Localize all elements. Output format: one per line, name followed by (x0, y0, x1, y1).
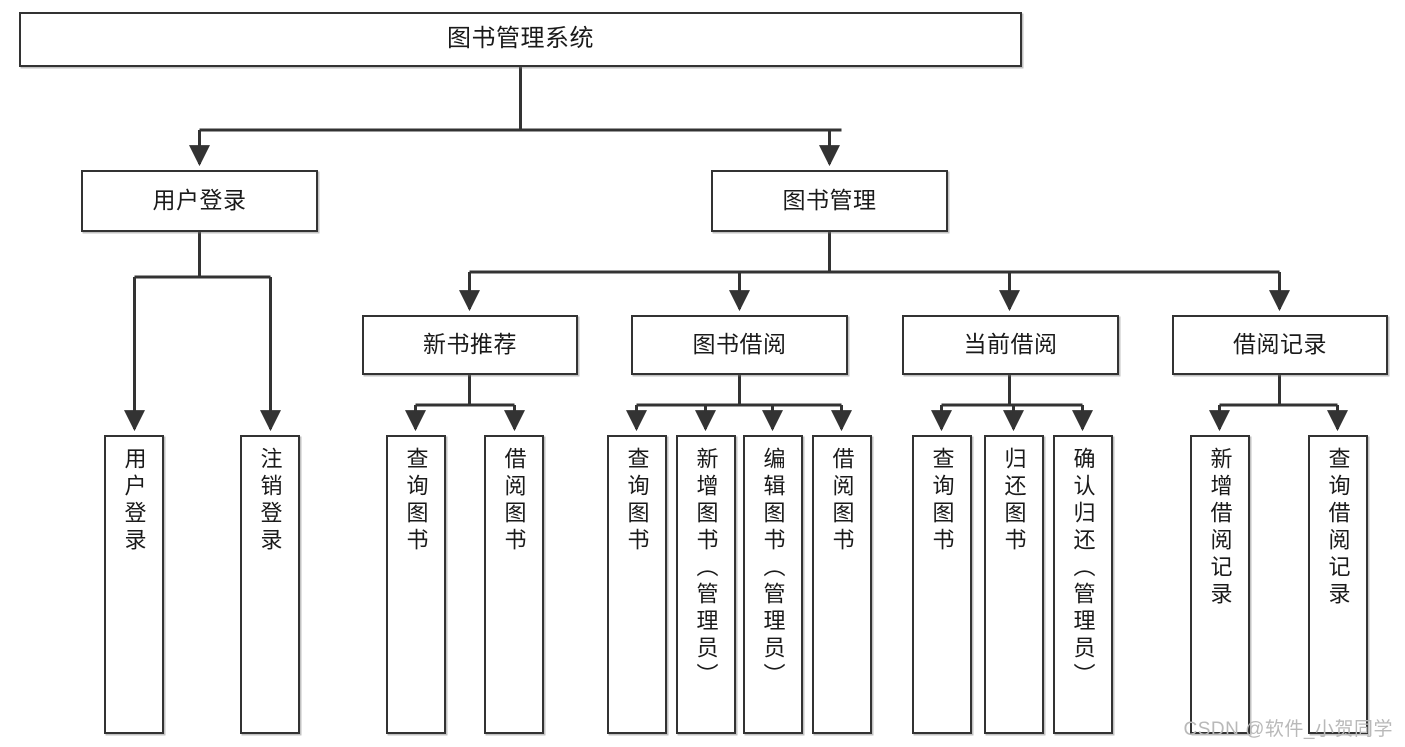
leaf-user-login[interactable]: 用户登录 (104, 435, 164, 734)
leaf-query-book-borrow[interactable]: 查询图书 (607, 435, 667, 734)
leaf-query-book-recommend[interactable]: 查询图书 (386, 435, 446, 734)
leaf-borrow-book-recommend[interactable]: 借阅图书 (484, 435, 544, 734)
leaf-confirm-return-admin[interactable]: 确认归还（管理员） (1053, 435, 1113, 734)
leaf-query-borrow-record[interactable]: 查询借阅记录 (1308, 435, 1368, 734)
node-user-login-label: 用户登录 (152, 187, 247, 214)
node-new-book-recommend[interactable]: 新书推荐 (362, 315, 578, 375)
leaf-return-book[interactable]: 归还图书 (984, 435, 1044, 734)
leaf-query-book-current-label: 查询图书 (929, 447, 955, 555)
node-root-label: 图书管理系统 (447, 25, 594, 53)
watermark: CSDN @软件_小贺同学 (1183, 719, 1393, 740)
leaf-logout[interactable]: 注销登录 (240, 435, 300, 734)
node-new-book-recommend-label: 新书推荐 (423, 331, 517, 358)
leaf-query-book-recommend-label: 查询图书 (403, 447, 429, 555)
leaf-query-borrow-record-label: 查询借阅记录 (1325, 447, 1351, 609)
node-borrow-record-label: 借阅记录 (1233, 331, 1327, 358)
leaf-user-login-label: 用户登录 (121, 447, 147, 555)
node-book-borrow-label: 图书借阅 (692, 331, 787, 358)
leaf-borrow-book[interactable]: 借阅图书 (812, 435, 872, 734)
leaf-query-book-borrow-label: 查询图书 (624, 447, 650, 555)
node-current-borrow-label: 当前借阅 (963, 331, 1058, 358)
leaf-add-book-admin-label: 新增图书（管理员） (693, 447, 719, 690)
leaf-borrow-book-recommend-label: 借阅图书 (501, 447, 527, 555)
leaf-edit-book-admin[interactable]: 编辑图书（管理员） (743, 435, 803, 734)
leaf-confirm-return-admin-label: 确认归还（管理员） (1070, 447, 1096, 690)
leaf-edit-book-admin-label: 编辑图书（管理员） (760, 447, 786, 690)
leaf-return-book-label: 归还图书 (1001, 447, 1027, 555)
node-borrow-record[interactable]: 借阅记录 (1172, 315, 1388, 375)
leaf-add-book-admin[interactable]: 新增图书（管理员） (676, 435, 736, 734)
leaf-add-borrow-record-label: 新增借阅记录 (1207, 447, 1233, 609)
leaf-borrow-book-label: 借阅图书 (829, 447, 855, 555)
node-book-management[interactable]: 图书管理 (711, 170, 948, 232)
node-book-borrow[interactable]: 图书借阅 (631, 315, 848, 375)
node-book-management-label: 图书管理 (782, 187, 877, 214)
leaf-add-borrow-record[interactable]: 新增借阅记录 (1190, 435, 1250, 734)
node-root[interactable]: 图书管理系统 (19, 12, 1022, 67)
node-user-login[interactable]: 用户登录 (81, 170, 318, 232)
node-current-borrow[interactable]: 当前借阅 (902, 315, 1119, 375)
leaf-query-book-current[interactable]: 查询图书 (912, 435, 972, 734)
leaf-logout-label: 注销登录 (257, 447, 283, 555)
